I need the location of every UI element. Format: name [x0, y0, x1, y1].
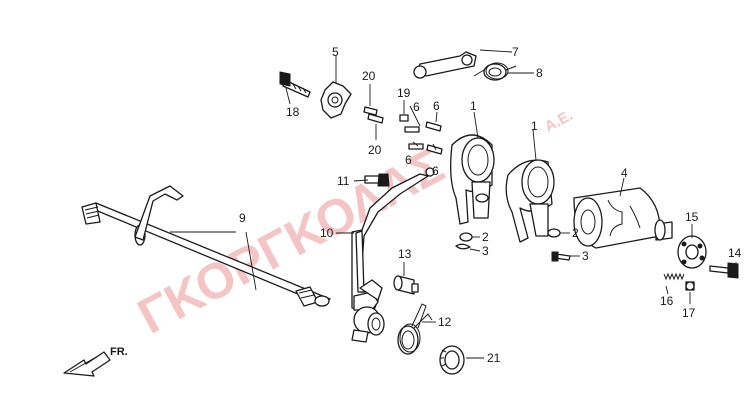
front-direction-arrow: FR. — [63, 346, 128, 377]
part-2-pin-right — [547, 228, 561, 238]
part-6-guide-pin-b — [425, 121, 442, 132]
part-1-shift-fork-left — [450, 134, 495, 225]
callout-1-right: 1 — [531, 119, 538, 133]
callout-8: 8 — [536, 66, 543, 80]
callout-17: 17 — [682, 306, 696, 320]
part-15-drum-center — [677, 235, 707, 269]
callout-6-b: 6 — [433, 99, 440, 113]
callout-4: 4 — [621, 166, 628, 180]
part-14-bolt — [709, 262, 739, 279]
callout-21: 21 — [487, 351, 501, 365]
callout-3-left: 3 — [482, 244, 489, 258]
callout-19: 19 — [397, 86, 411, 100]
part-6-guide-pin-c — [408, 143, 424, 150]
watermark-suffix: Α.Ε. — [542, 107, 576, 136]
part-4-shift-drum — [573, 187, 673, 249]
callout-6-d: 6 — [432, 164, 439, 178]
callout-9: 9 — [239, 211, 246, 225]
part-6-guide-pin-a — [404, 126, 420, 133]
callout-3-right: 3 — [582, 249, 589, 263]
callout-2-right: 2 — [572, 226, 579, 240]
part-19-pin — [399, 114, 409, 122]
part-7-drum-stopper-arm — [413, 51, 477, 79]
part-9-gearshift-spindle — [81, 185, 331, 307]
callout-18: 18 — [286, 105, 300, 119]
part-20-clip-upper — [363, 106, 378, 116]
watermark: ΓΚΟΡΓΚΟΛΑΣ Α.Ε. — [129, 107, 576, 345]
part-18-bolt — [279, 71, 311, 98]
part-17-pin — [685, 281, 695, 291]
callout-labels: 1 1 2 3 2 3 4 5 6 6 6 6 7 8 9 10 11 12 1… — [239, 45, 742, 365]
part-21-oil-seal — [439, 345, 465, 375]
part-20-clip-lower — [367, 113, 384, 124]
part-10-gearshift-arm — [351, 167, 435, 343]
callout-20-upper: 20 — [362, 69, 376, 83]
part-6-guide-pin-d — [426, 144, 443, 155]
leader-lines — [170, 49, 737, 359]
callout-16: 16 — [660, 294, 674, 308]
part-11-bolt — [364, 173, 390, 187]
callout-1-left: 1 — [470, 99, 477, 113]
callout-20-lower: 20 — [368, 143, 382, 157]
part-3-clip-left — [455, 243, 471, 250]
part-3-bolt-right — [551, 251, 571, 262]
callout-6-c: 6 — [405, 153, 412, 167]
part-13-pin — [393, 275, 419, 295]
part-8-stopper-spring — [473, 62, 517, 81]
callout-13: 13 — [398, 247, 412, 261]
callout-11: 11 — [337, 174, 350, 188]
part-16-spring — [663, 272, 685, 281]
front-direction-label: FR. — [110, 346, 128, 358]
callout-5: 5 — [332, 45, 339, 59]
part-5-stopper-plate — [320, 81, 352, 119]
callout-12: 12 — [438, 315, 452, 329]
part-12-return-spring — [397, 303, 433, 355]
part-2-pin-left — [459, 232, 473, 242]
callout-14: 14 — [728, 246, 742, 260]
callout-2-left: 2 — [482, 230, 489, 244]
callout-6-a: 6 — [413, 100, 420, 114]
callout-10: 10 — [320, 226, 334, 240]
callout-15: 15 — [685, 210, 699, 224]
part-1-shift-fork-right — [505, 159, 555, 243]
callout-7: 7 — [512, 45, 519, 59]
